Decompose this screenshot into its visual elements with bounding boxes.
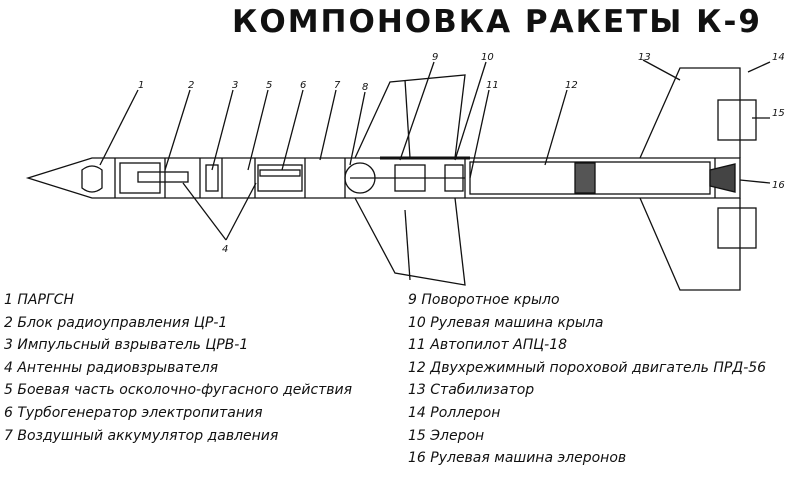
callout-label: 4 xyxy=(222,244,228,255)
pivot-wing-upper xyxy=(354,74,466,159)
legend-item: 16 Рулевая машина элеронов xyxy=(408,450,627,467)
callout-label: 14 xyxy=(772,52,785,63)
callout-label: 3 xyxy=(232,80,238,91)
aileron-upper xyxy=(717,99,757,141)
legend-item: 15 Элерон xyxy=(408,427,485,444)
stabilizer-upper xyxy=(639,67,741,159)
legend-left: 1 ПАРГСН 2 Блок радиоуправления ЦР-1 3 И… xyxy=(4,289,352,447)
callout-label: 9 xyxy=(432,52,438,63)
legend-item: 7 Воздушный аккумулятор давления xyxy=(4,427,279,444)
aileron-lower xyxy=(717,207,757,249)
legend-item: 13 Стабилизатор xyxy=(408,382,535,399)
callout-label: 13 xyxy=(638,52,651,63)
missile-body xyxy=(25,157,741,199)
callout-label: 8 xyxy=(362,82,368,93)
callout-label: 1 xyxy=(138,80,144,91)
legend-item: 10 Рулевая машина крыла xyxy=(408,314,604,331)
callout-label: 11 xyxy=(486,80,499,91)
callout-label: 5 xyxy=(266,80,272,91)
callout-label: 16 xyxy=(772,180,785,191)
callout-numbers: 1 2 3 5 6 7 8 9 10 11 12 13 14 15 16 4 xyxy=(138,52,785,255)
legend-item: 1 ПАРГСН xyxy=(4,292,75,308)
legend-item: 12 Двухрежимный пороховой двигатель ПРД-… xyxy=(408,359,767,376)
legend-item: 3 Импульсный взрыватель ЦРВ-1 xyxy=(4,337,249,354)
legend-item: 11 Автопилот АПЦ-18 xyxy=(408,337,568,354)
diagram-title: КОМПОНОВКА РАКЕТЫ К-9 xyxy=(232,4,762,40)
callout-label: 15 xyxy=(772,108,785,119)
legend-item: 2 Блок радиоуправления ЦР-1 xyxy=(4,314,228,331)
callout-label: 7 xyxy=(334,80,341,91)
legend-item: 4 Антенны радиовзрывателя xyxy=(4,359,219,376)
legend-item: 9 Поворотное крыло xyxy=(408,292,560,308)
callout-label: 2 xyxy=(188,80,194,91)
seeker-head xyxy=(81,165,103,193)
pivot-wing-lower xyxy=(354,197,466,286)
stabilizer-lower xyxy=(639,197,741,291)
callout-label: 6 xyxy=(300,80,306,91)
legend-item: 6 Турбогенератор электропитания xyxy=(4,404,263,421)
legend-right: 9 Поворотное крыло 10 Рулевая машина кры… xyxy=(408,289,766,470)
callout-label: 10 xyxy=(481,52,494,63)
legend-item: 5 Боевая часть осколочно-фугасного дейст… xyxy=(4,382,353,399)
legend-item: 14 Роллерон xyxy=(408,404,501,421)
callout-label: 12 xyxy=(565,80,578,91)
